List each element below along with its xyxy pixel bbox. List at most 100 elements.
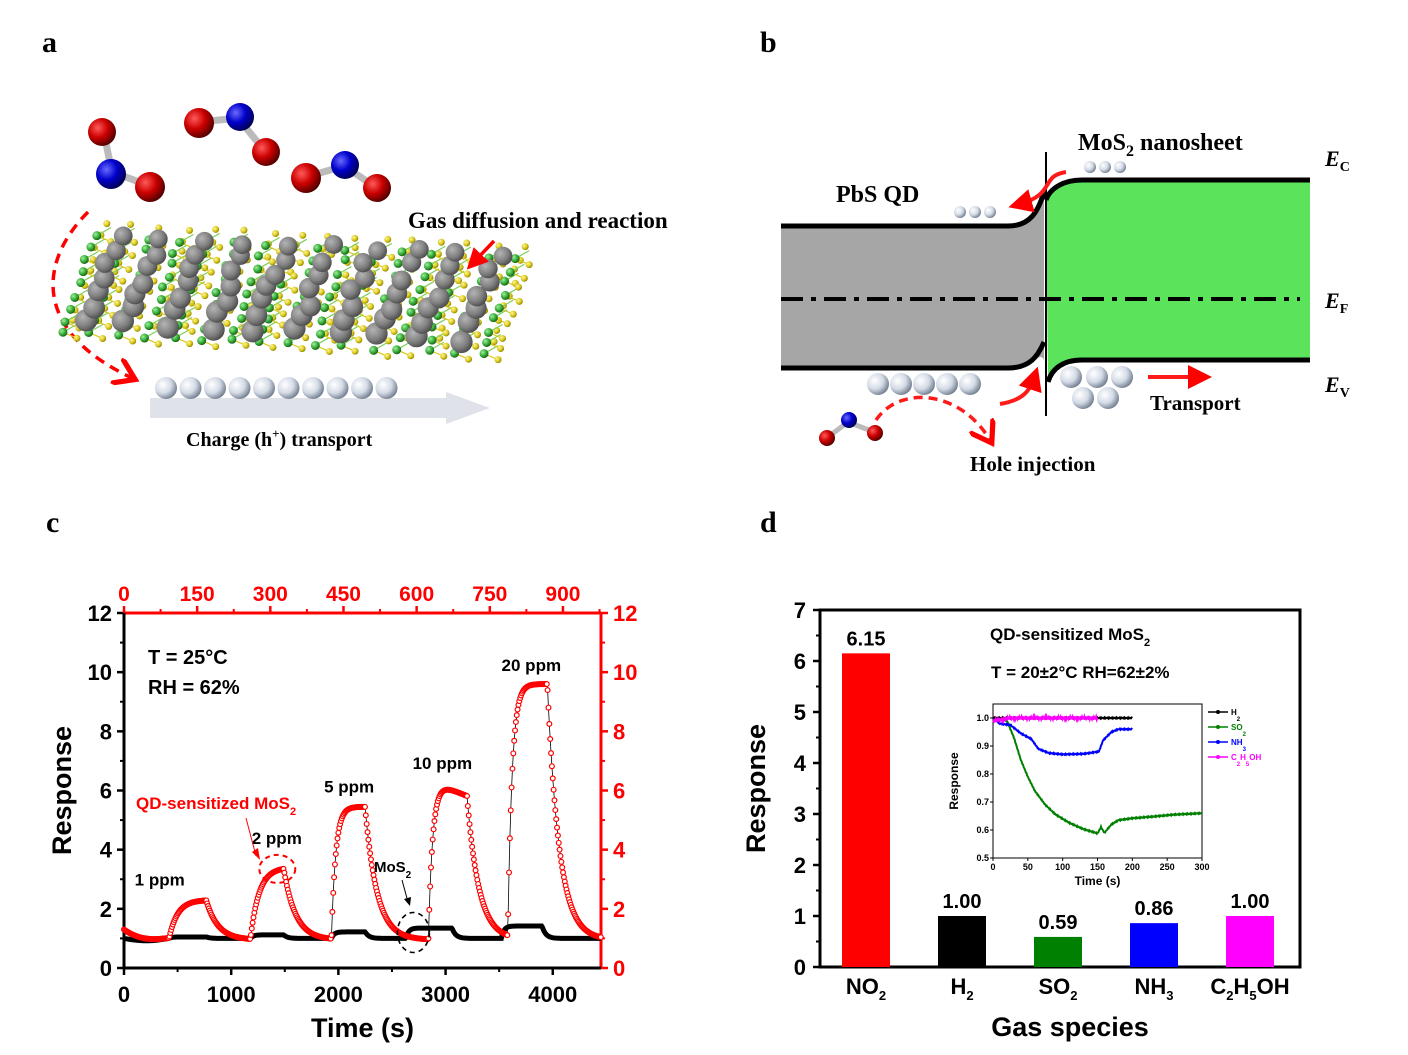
inset-y-tick-label: 0.7	[976, 797, 989, 807]
no2-molecule-icon	[88, 118, 165, 202]
data-point	[332, 851, 339, 858]
mo-atom	[144, 321, 154, 331]
ef-label: EF	[1324, 288, 1348, 317]
y-tick-label: 10	[88, 660, 112, 685]
mo-atom	[332, 269, 342, 279]
inset-legend-marker	[1216, 725, 1220, 729]
pbs-valence-edge	[781, 340, 1047, 371]
y-tick-label: 0	[794, 955, 806, 980]
s-atom	[407, 352, 415, 360]
panel-label-d: d	[760, 506, 777, 539]
pbs-qd-atom	[202, 318, 225, 341]
inset-frame	[992, 703, 1203, 859]
hole-sphere	[204, 377, 226, 399]
inset-series-line	[992, 717, 1133, 757]
s-atom	[268, 258, 276, 266]
pbs-qd-atom	[466, 285, 488, 307]
inset-x-tick-label: 0	[990, 862, 995, 872]
y-tick-label: 6	[100, 779, 112, 804]
inset-y-tick-label: 0.9	[976, 741, 989, 751]
data-point	[466, 821, 473, 828]
s-atom	[127, 220, 135, 228]
mos2-highlight-circle	[396, 911, 431, 954]
pbs-qd-atom	[353, 253, 373, 273]
data-point	[428, 849, 435, 856]
diffusion-arrow-icon	[51, 210, 132, 378]
s-atom	[515, 297, 523, 305]
mo-atom	[261, 240, 271, 250]
data-point	[362, 812, 369, 819]
x2-tick-label: 750	[472, 583, 507, 606]
mo-atom	[340, 245, 350, 255]
mo-atom	[76, 278, 86, 288]
transport-arrow-head-icon	[446, 392, 490, 424]
s-atom	[376, 279, 384, 287]
mos2-series-label: MoS2	[374, 859, 412, 881]
s-atom	[525, 261, 533, 269]
y-tick-label: 3	[794, 802, 806, 827]
s-atom	[365, 314, 373, 322]
mo-atom	[92, 231, 102, 241]
hole-sphere	[375, 377, 398, 399]
mo-atom	[369, 345, 379, 355]
pbs-qd-atom	[83, 296, 106, 319]
gas-diffusion-label: Gas diffusion and reaction	[408, 208, 668, 233]
mo-atom	[211, 288, 221, 298]
transport-arrow-body	[150, 398, 446, 418]
mo-atom	[175, 237, 185, 247]
s-atom	[155, 224, 163, 232]
inset-x-tick-label: 200	[1125, 862, 1140, 872]
x2-tick-label: 600	[399, 583, 434, 606]
y2-tick-label: 8	[613, 719, 625, 744]
inset-y-axis-title: Response	[947, 752, 961, 810]
s-atom	[388, 253, 396, 261]
bar-value-label: 1.00	[943, 891, 982, 913]
panel-a: a Gas	[42, 26, 668, 451]
bar-value-label: 6.15	[847, 628, 886, 650]
y2-tick-label: 2	[613, 897, 625, 922]
x-tick-label: 2000	[314, 982, 363, 1007]
mo-atom	[427, 335, 437, 345]
bar	[1130, 923, 1178, 967]
chart-d: 012345676.15NO21.00H20.59SO20.86NH31.00C…	[741, 598, 1302, 1042]
s-atom	[73, 334, 81, 342]
s-atom	[361, 296, 369, 304]
s-atom	[105, 322, 113, 330]
inset-series-line	[992, 712, 1099, 725]
pbs-qd-atom	[409, 239, 429, 259]
panel-label-b: b	[760, 26, 777, 59]
x-category-label: NO2	[846, 974, 886, 1003]
s-atom	[359, 325, 367, 333]
s-atom	[154, 340, 162, 348]
hole-spheres	[155, 377, 398, 399]
s-atom	[216, 243, 224, 251]
data-point	[557, 852, 564, 859]
data-point	[431, 818, 438, 825]
data-point	[366, 843, 373, 850]
mo-atom	[393, 258, 403, 268]
x2-tick-label: 300	[253, 583, 288, 606]
s-atom	[450, 306, 458, 314]
pbs-qd-atom	[445, 242, 465, 262]
x2-tick-label: 900	[545, 583, 580, 606]
hole-sphere	[277, 377, 300, 399]
s-atom	[115, 286, 123, 294]
s-atom	[213, 256, 221, 264]
data-point	[363, 820, 370, 827]
mo-atom	[406, 307, 416, 317]
electron-spheres	[954, 161, 1126, 218]
concentration-label: 5 ppm	[324, 777, 374, 796]
bar-value-label: 0.59	[1039, 912, 1078, 934]
s-atom	[438, 324, 446, 332]
mo-atom	[164, 272, 174, 282]
data-point	[511, 737, 518, 744]
s-atom	[351, 347, 359, 355]
data-point	[367, 856, 374, 863]
s-atom	[184, 309, 192, 317]
s-atom	[440, 352, 448, 360]
y-tick-label: 4	[794, 751, 807, 776]
data-point	[554, 824, 561, 831]
data-point	[249, 919, 256, 926]
data-point	[512, 727, 519, 734]
